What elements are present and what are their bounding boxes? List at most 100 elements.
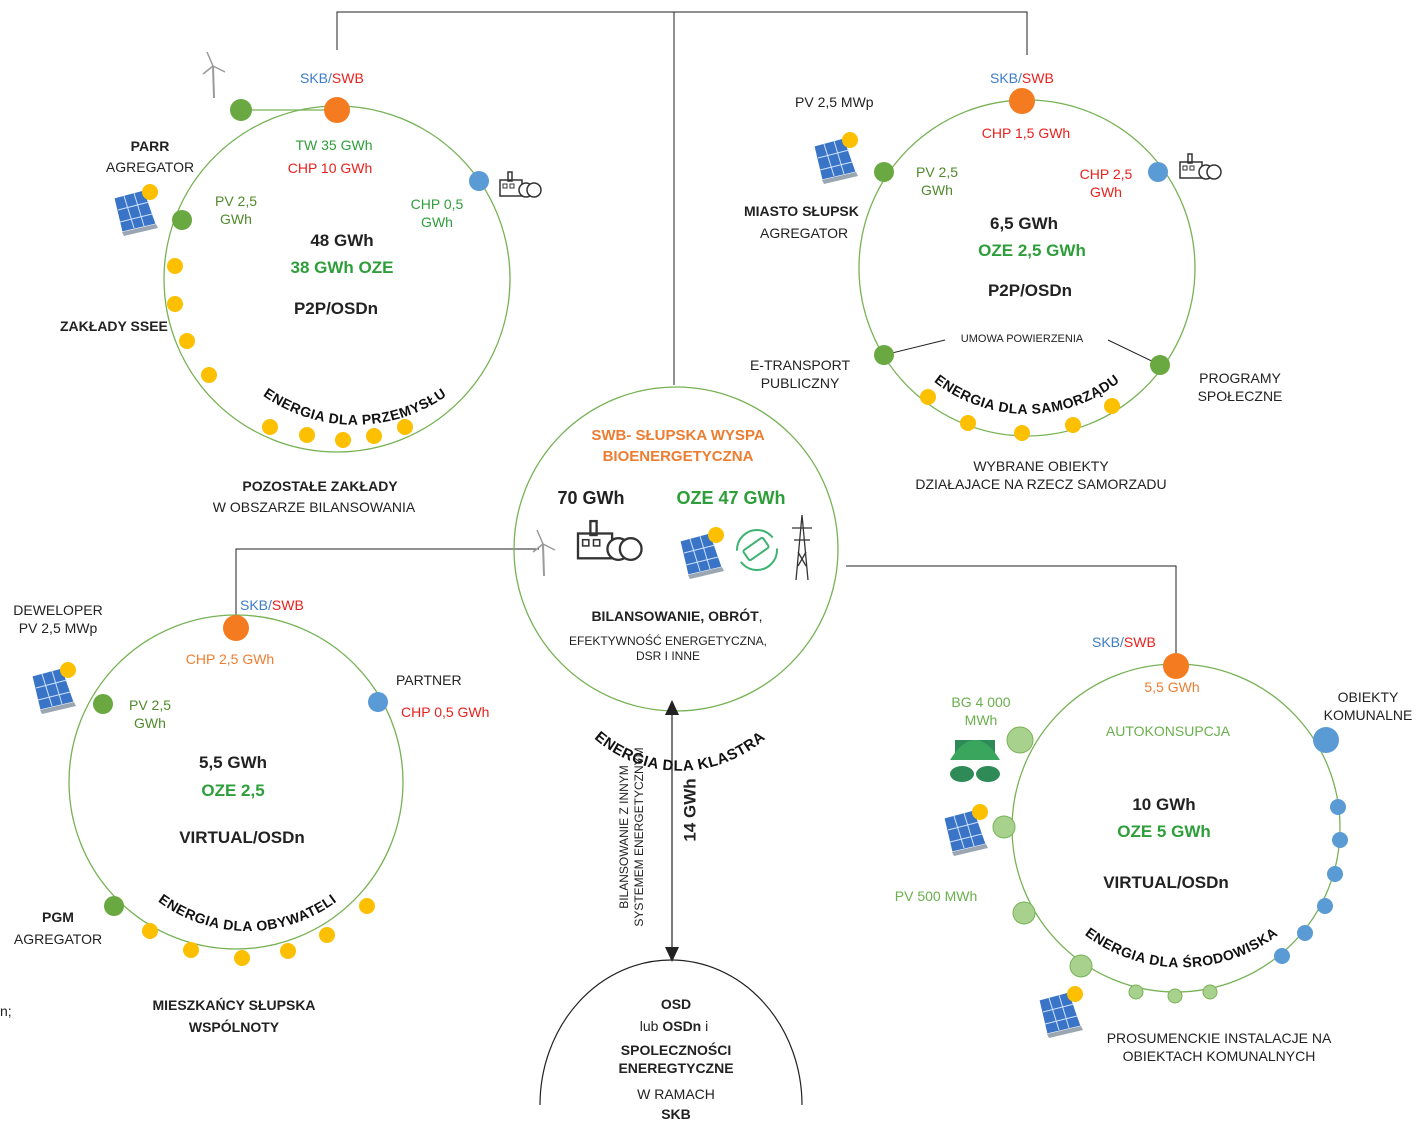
industry-skb-swb: SKB/SWB [300, 70, 364, 86]
industry-total: 48 GWh [310, 231, 374, 250]
gov-total: 6,5 GWh [989, 214, 1059, 233]
grid-arrow [665, 700, 679, 962]
industry-ssee: ZAKŁADY SSEE [60, 318, 168, 334]
env-total: 10 GWh [1132, 795, 1196, 814]
node-chp [469, 171, 489, 191]
chp-plant-icon [499, 171, 542, 198]
arc-energia-srodowiska: ENERGIA DLA ŚRODOWISKA [1083, 924, 1280, 970]
node-skb-swb [324, 97, 350, 123]
gov-oze: OZE 2,5 GWh [978, 241, 1086, 260]
wind-turbine-icon [202, 51, 226, 99]
arc-energia-samorzadu: ENERGIA DLA SAMORZĄDU [932, 371, 1122, 417]
center-total: 70 GWh [557, 488, 625, 508]
osd-line2: lub OSDn i [639, 1018, 709, 1034]
svg-text:ENERGIA DLA ŚRODOWISKA: ENERGIA DLA ŚRODOWISKA [1083, 924, 1281, 970]
gov-skb-swb: SKB/SWB [990, 70, 1054, 86]
env-obiekty: OBIEKTY KOMUNALNE [1323, 689, 1413, 723]
industry-chp10: CHP 10 GWh [287, 160, 373, 176]
env-pv500: PV 500 MWh [894, 888, 978, 904]
grid-balancing-label: BILANSOWANIE Z INNYM SYSTEMEM ENERGETYCZ… [617, 747, 646, 927]
gov-pv-top: PV 2,5 MWp [795, 94, 874, 110]
cit-total: 5,5 GWh [198, 753, 268, 772]
industry-rest-title: POZOSTAŁE ZAKŁADY [242, 478, 398, 494]
node-etransport [874, 345, 894, 365]
gov-miasto-role: AGREGATOR [760, 225, 849, 241]
node-pgm [104, 896, 124, 916]
cit-pv: PV 2,5 GWh [128, 697, 172, 731]
osd-wramach: W RAMACH [637, 1086, 715, 1102]
gov-mode: P2P/OSDn [987, 281, 1073, 300]
node-wind [230, 99, 252, 121]
env-gwh: 5,5 GWh [1144, 679, 1200, 695]
cit-pgm: PGM [42, 909, 74, 925]
industry-chp05: CHP 0,5 GWh [410, 196, 464, 230]
industry-oze: 38 GWh OZE [290, 258, 394, 277]
env-prosumers: PROSUMENCKIE INSTALACJE NA OBIEKTACH KOM… [1106, 1030, 1332, 1064]
gov-pv: PV 2,5 GWh [915, 164, 959, 198]
cut-off-text: n; [0, 1003, 12, 1019]
node-skb-swb [1163, 653, 1189, 679]
member-dots [167, 258, 413, 448]
osd-spolecznosci: SPOLECZNOŚCI ENEREGTYCZNE [618, 1042, 734, 1076]
cit-chp05: CHP 0,5 GWh [401, 704, 490, 720]
node-pv [874, 162, 894, 182]
cit-residents: MIESZKAŃCY SŁUPSKA [152, 997, 316, 1013]
industry-cluster: ENERGIA DLA PRZEMYSŁU [113, 51, 542, 453]
svg-text:ENERGIA DLA SAMORZĄDU: ENERGIA DLA SAMORZĄDU [932, 371, 1122, 417]
osd-title: OSD [660, 996, 692, 1012]
env-mode: VIRTUAL/OSDn [1103, 873, 1229, 892]
center-title: SWB- SŁUPSKA WYSPA BIOENERGETYCZNA [591, 427, 765, 465]
gov-programy: PROGRAMY SPOŁECZNE [1197, 370, 1283, 404]
arc-energia-przemyslu: ENERGIA DLA PRZEMYSŁU [261, 385, 448, 428]
cit-mode: VIRTUAL/OSDn [179, 828, 305, 847]
industry-rest-sub: W OBSZARZE BILANSOWANIA [212, 499, 416, 515]
osd-skb: SKB [661, 1106, 691, 1122]
member-dots [142, 898, 375, 966]
grid-flow-value: 14 GWh [680, 778, 700, 842]
node-skb-swb [1009, 88, 1035, 114]
node-pv [172, 210, 192, 230]
center-oze: OZE 47 GWh [676, 488, 786, 508]
member-dots [920, 389, 1120, 441]
env-bg: BG 4 000 MWh [951, 694, 1011, 728]
node-partner [368, 692, 388, 712]
cit-oze: OZE 2,5 [201, 781, 265, 800]
gov-chp15: CHP 1,5 GWh [981, 125, 1071, 141]
solar-panel-icon [679, 526, 725, 580]
gov-chp25: CHP 2,5 GWh [1079, 166, 1133, 200]
power-pylon-icon [792, 514, 812, 581]
env-auto: AUTOKONSUPCJA [1105, 723, 1231, 739]
industry-mode: P2P/OSDn [293, 299, 379, 318]
center-bil: BILANSOWANIE, OBRÓT, [591, 608, 763, 624]
industry-parr-role: AGREGATOR [105, 159, 195, 175]
environment-dots [992, 726, 1218, 1004]
industry-tw: TW 35 GWh [295, 137, 373, 153]
node-chp [1148, 162, 1168, 182]
svg-text:ENERGIA DLA OBYWATELI: ENERGIA DLA OBYWATELI [156, 891, 339, 934]
solar-panel-icon [113, 183, 159, 237]
svg-text:ENERGIA DLA PRZEMYSŁU: ENERGIA DLA PRZEMYSŁU [261, 385, 449, 428]
komunalne-dots [1274, 727, 1348, 964]
node-programs [1150, 355, 1170, 375]
cit-communities: WSPÓLNOTY [188, 1019, 280, 1035]
gov-umowa: UMOWA POWIERZENIA [960, 333, 1084, 345]
cit-skb-swb: SKB/SWB [240, 597, 304, 613]
chp-plant-icon [576, 519, 643, 562]
battery-cycle-icon [736, 529, 778, 571]
node-pv [93, 694, 113, 714]
wind-turbine-icon [532, 529, 556, 577]
solar-panel-icon [813, 131, 859, 185]
cit-developer: DEWELOPER PV 2,5 MWp [13, 602, 103, 636]
env-skb-swb: SKB/SWB [1092, 634, 1156, 650]
chp-plant-icon [1179, 153, 1222, 180]
cit-chp25: CHP 2,5 GWh [185, 651, 275, 667]
solar-panel-icon [31, 661, 77, 715]
connector-lines [235, 11, 1177, 655]
cit-partner: PARTNER [396, 672, 462, 688]
industry-parr: PARR [130, 138, 170, 154]
osd-circle [539, 959, 803, 1106]
arc-energia-obywateli: ENERGIA DLA OBYWATELI [156, 891, 339, 934]
industry-pv: PV 2,5 GWh [214, 193, 258, 227]
